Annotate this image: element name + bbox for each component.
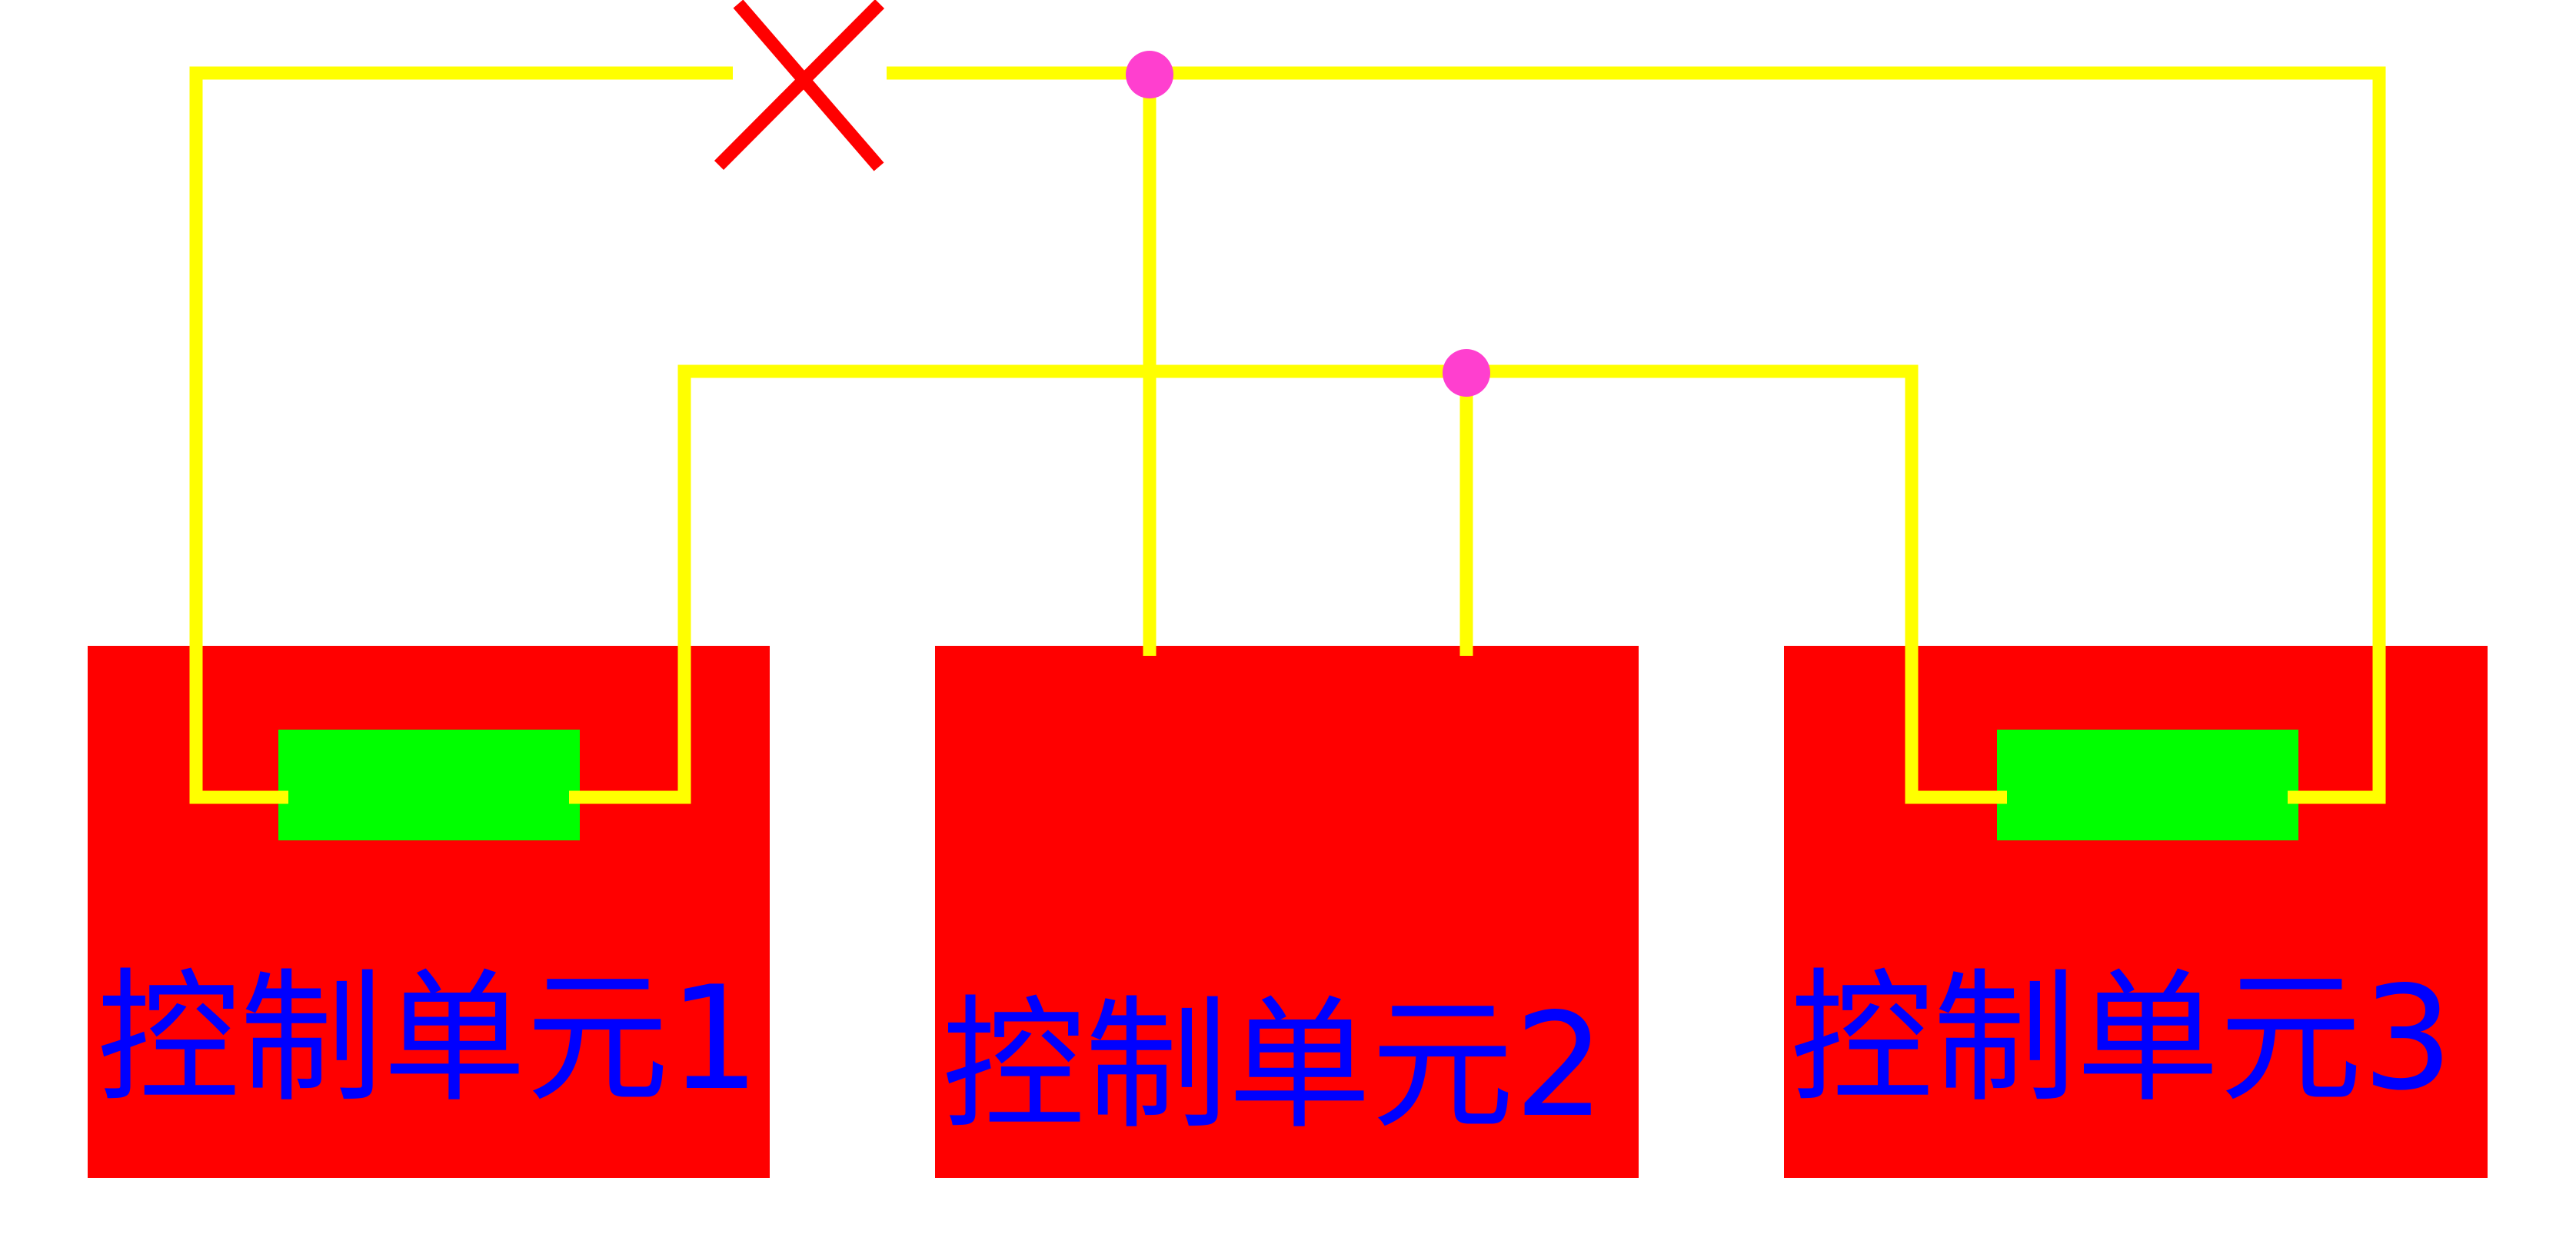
control-unit-3-label: 控制单元3 — [1790, 955, 2453, 1122]
control-unit-3-module — [1997, 730, 2298, 840]
upper-junction-dot — [1126, 51, 1173, 98]
control-unit-1-module — [278, 730, 580, 840]
lower-junction-dot — [1443, 349, 1490, 397]
upper-wire-right-segment — [887, 66, 2386, 804]
upper-wire-left-segment — [189, 66, 733, 804]
control-unit-2-box — [935, 646, 1639, 1178]
lower-wire — [569, 364, 2007, 804]
x-break-icon — [714, 0, 885, 171]
wiring — [189, 66, 2386, 804]
control-unit-1-label: 控制单元1 — [97, 955, 760, 1122]
control-unit-2-label: 控制单元2 — [942, 982, 1605, 1149]
